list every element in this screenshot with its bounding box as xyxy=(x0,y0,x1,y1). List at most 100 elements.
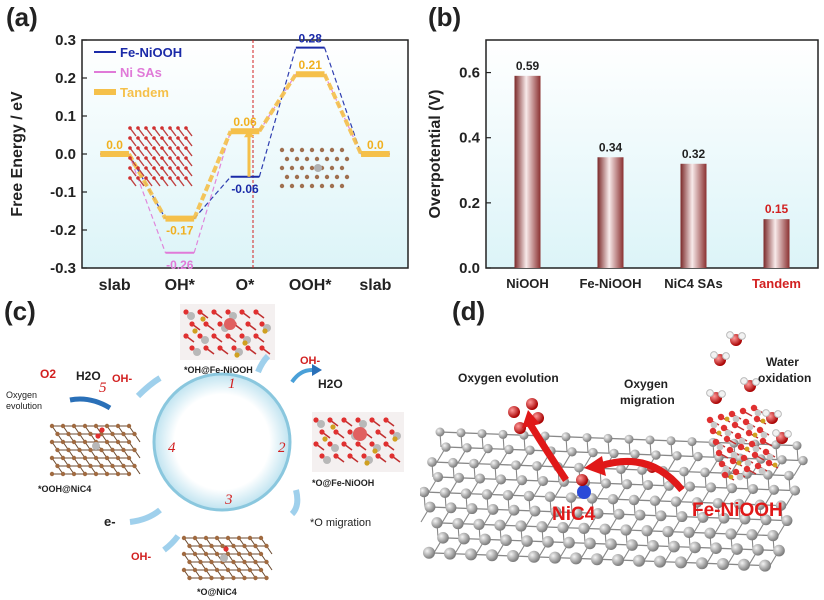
carbon-atom xyxy=(511,460,521,471)
y-tick-label-a: -0.3 xyxy=(50,260,76,277)
carbon-atom xyxy=(634,509,646,521)
carbon-atom xyxy=(697,511,709,523)
bar-b xyxy=(763,219,790,268)
bar-b xyxy=(597,157,624,268)
carbon-atom xyxy=(633,554,645,567)
x-tick-label-a: OOH* xyxy=(289,277,332,294)
carbon-atom xyxy=(516,475,528,486)
x-tick-label-b: NiC4 SAs xyxy=(664,276,723,291)
arrow-o2 xyxy=(69,396,112,411)
carbon-atom xyxy=(630,449,640,459)
carbon-atom xyxy=(550,506,562,518)
carbon-atom xyxy=(500,534,512,547)
step-2: 2 xyxy=(278,440,286,456)
carbon-atom xyxy=(525,445,535,455)
water-hydrogen xyxy=(706,389,714,397)
arrow-oh-bottom xyxy=(162,534,181,553)
carbon-atom xyxy=(775,500,787,511)
value-label-a: 0.21 xyxy=(299,58,323,72)
y-tick-label-b: 0.2 xyxy=(459,195,480,212)
carbon-atom xyxy=(637,465,647,475)
y-axis-label-a: Free Energy / eV xyxy=(9,91,26,217)
niooh-structure-inset xyxy=(128,126,193,187)
carbon-atom xyxy=(532,461,542,471)
y-tick-label-a: 0.0 xyxy=(55,146,76,163)
carbon-atom xyxy=(693,451,703,462)
carbon-atom xyxy=(563,536,575,549)
carbon-atom xyxy=(600,478,612,489)
carbon-atom xyxy=(536,521,548,533)
carbon-atom xyxy=(437,531,449,544)
legend-label-a: Tandem xyxy=(120,85,169,100)
oxygen-evolution-label-1: Oxygen xyxy=(6,390,37,400)
carbon-atom xyxy=(582,433,592,443)
connector-ni-sas xyxy=(193,131,232,253)
carbon-atom xyxy=(642,479,654,491)
carbon-atom xyxy=(504,444,514,455)
bar-value-label: 0.15 xyxy=(765,202,789,216)
value-label-a: 0.06 xyxy=(233,115,257,129)
carbon-atom xyxy=(465,548,477,561)
panel-label-a: (a) xyxy=(6,2,38,32)
carbon-atom xyxy=(641,525,653,537)
carbon-atom xyxy=(789,485,801,496)
carbon-atom xyxy=(549,551,561,564)
o-fe-niooh-structure xyxy=(312,412,404,472)
x-tick-label-a: slab xyxy=(99,277,131,294)
carbon-atom xyxy=(544,491,556,503)
carbon-atom xyxy=(746,529,758,541)
bar-value-label: 0.32 xyxy=(682,147,706,161)
carbon-atom xyxy=(542,535,554,548)
carbon-atom xyxy=(453,472,465,483)
panel-label-c: (c) xyxy=(4,296,36,326)
carbon-atom xyxy=(479,533,491,546)
arrow-top-right xyxy=(290,368,313,384)
carbon-atom xyxy=(515,520,527,532)
electron-label: e- xyxy=(104,514,116,529)
migration-arrow xyxy=(598,457,685,493)
carbon-atom xyxy=(645,435,655,445)
carbon-atom xyxy=(717,558,729,570)
carbon-atom xyxy=(705,482,717,493)
carbon-atom xyxy=(445,502,457,514)
connector-tandem xyxy=(192,130,233,220)
water-hydrogen xyxy=(726,331,734,339)
water-oxidation-text-1: Water xyxy=(766,355,799,369)
carbon-atom xyxy=(427,457,437,467)
carbon-atom xyxy=(662,525,674,538)
carbon-atom xyxy=(481,489,493,500)
carbon-atom xyxy=(626,539,638,551)
carbon-atom xyxy=(423,546,435,559)
cycle-circle xyxy=(152,372,292,512)
connector-ni-sas xyxy=(128,153,167,254)
carbon-atom xyxy=(424,501,436,513)
ni-sa-sheet-inset xyxy=(279,147,350,189)
oxygen-evolution-text: Oxygen evolution xyxy=(458,371,559,385)
carbon-atom xyxy=(521,535,533,547)
carbon-atom xyxy=(647,539,659,552)
carbon-atom xyxy=(649,495,661,507)
water-hydrogen xyxy=(752,378,760,386)
plot-area-a xyxy=(81,39,409,269)
connector-fe-niooh xyxy=(258,47,297,177)
carbon-atom xyxy=(747,483,759,495)
carbon-atom xyxy=(607,493,619,505)
x-tick-label-a: O* xyxy=(236,277,255,294)
carbon-atom xyxy=(784,470,794,481)
carbon-atom xyxy=(704,527,716,539)
carbon-atom xyxy=(689,541,701,554)
carbon-atom xyxy=(760,514,772,526)
carbon-atom xyxy=(432,471,444,483)
carbon-atom xyxy=(672,451,682,461)
carbon-atom xyxy=(620,524,632,536)
carbon-atom xyxy=(612,554,624,566)
value-label-a: 0.0 xyxy=(367,138,384,152)
carbon-atom xyxy=(676,511,688,523)
carbon-atom xyxy=(781,515,793,527)
evolution-arrow xyxy=(527,422,569,482)
carbon-atom xyxy=(439,487,451,499)
carbon-atom xyxy=(486,549,498,562)
nic4-site xyxy=(577,485,591,499)
